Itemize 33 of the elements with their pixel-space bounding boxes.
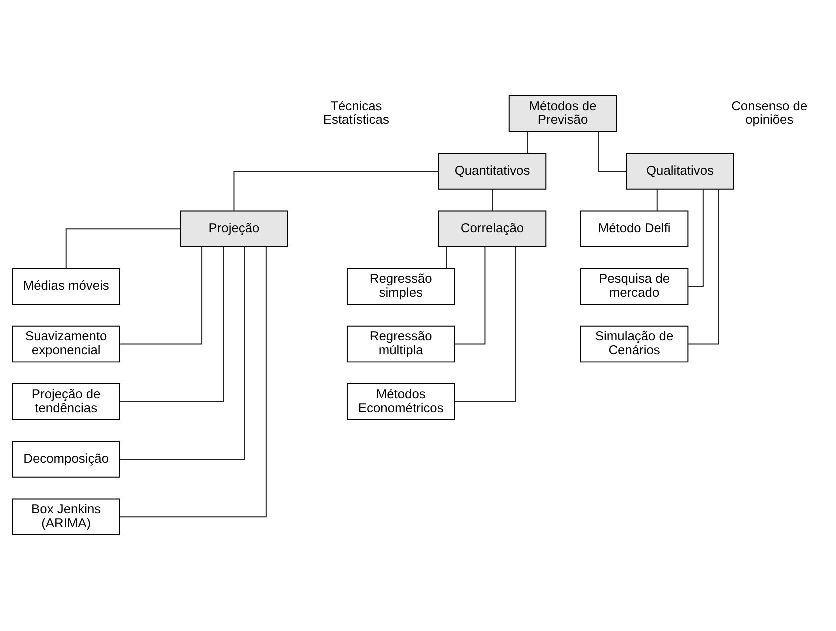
node-box: Qualitativos (626, 153, 734, 190)
connector (527, 131, 528, 154)
connector (688, 189, 720, 345)
node-box: Box Jenkins (ARIMA) (12, 498, 120, 536)
node-box: Método Delfi (580, 210, 689, 248)
node-box: Simulação de Cenários (580, 326, 689, 363)
node-box: Decomposição (12, 441, 120, 478)
node-box: Correlação (438, 210, 547, 248)
connector (234, 170, 440, 212)
connector (446, 246, 448, 270)
node-box: Projeção de tendências (12, 384, 120, 420)
connector (598, 131, 627, 172)
label: Consenso de opiniões (732, 98, 808, 128)
node-box: Métodos de Previsão (508, 95, 618, 132)
connector (688, 188, 704, 288)
connector (120, 246, 203, 345)
connector (66, 228, 181, 270)
node-box: Métodos Econométricos (346, 384, 456, 420)
node-box: Pesquisa de mercado (580, 268, 689, 306)
connector (656, 188, 658, 212)
connector (120, 246, 224, 402)
node-box: Quantitativos (438, 153, 547, 190)
node-box: Médias móveis (12, 268, 120, 306)
label: Técnicas Estatísticas (323, 98, 390, 128)
node-box: Suavizamento exponencial (12, 326, 120, 363)
node-box: Regressão múltipla (346, 326, 456, 363)
connector (120, 246, 267, 518)
node-box: Projeção (180, 210, 288, 248)
connector (454, 246, 516, 402)
connector (492, 188, 493, 212)
connector (120, 246, 246, 460)
connector (454, 246, 486, 345)
node-box: Regressão simples (346, 268, 456, 306)
